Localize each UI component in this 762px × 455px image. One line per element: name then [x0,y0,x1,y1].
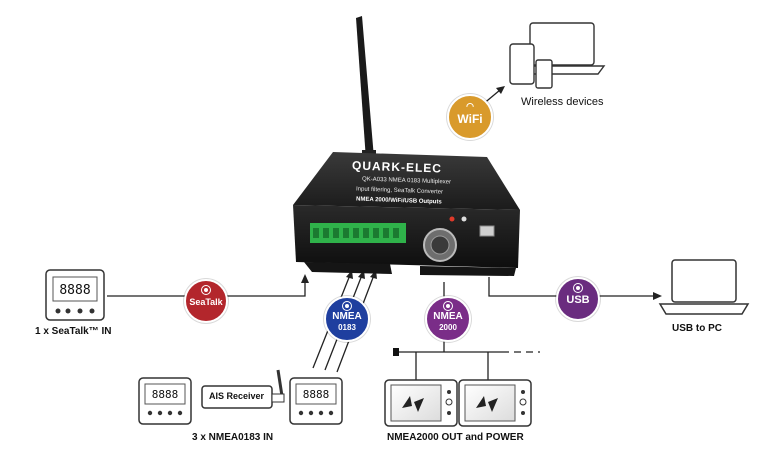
nmea0183-badge: NMEA 0183 [324,296,370,342]
svg-text:8888: 8888 [152,388,179,401]
nmea2000-display-1 [384,379,458,427]
port-icon [342,301,352,311]
seatalk-badge: SeaTalk [184,279,228,323]
nmea0183-instrument-1: 8888 [138,377,192,425]
nmea2000-out-label: NMEA2000 OUT and POWER [387,432,524,443]
usb-badge-label: USB [566,294,590,306]
seatalk-badge-label: SeaTalk [189,297,223,307]
port-icon [573,283,583,293]
ais-receiver-device [201,369,285,409]
port-icon [443,301,453,311]
nmea0183-badge-label-bottom: 0183 [338,323,356,332]
nmea0183-badge-label-top: NMEA [332,311,362,322]
wireless-devices-label: Wireless devices [521,96,604,108]
seatalk-in-label: 1 x SeaTalk™ IN [35,326,112,337]
nmea0183-in-label: 3 x NMEA0183 IN [192,432,274,443]
nmea2000-badge: NMEA 2000 [425,296,471,342]
quark-elec-multiplexer [293,16,520,276]
nmea2000-badge-label-top: NMEA [433,311,463,322]
usb-badge: USB [556,277,600,321]
nmea0183-instrument-2: 8888 [289,377,343,425]
usb-to-pc-label: USB to PC [672,323,722,334]
seatalk-instrument: 8888 [45,269,105,321]
laptop-illustration [658,259,750,315]
nmea2000-display-2 [458,379,532,427]
nmea2000-badge-label-bottom: 2000 [439,323,457,332]
ais-receiver-label: AIS Receiver [209,391,265,401]
wifi-badge-label: WiFi [457,112,483,126]
wifi-icon: ◠ [466,101,474,111]
wifi-badge: ◠ WiFi [447,94,493,140]
svg-text:8888: 8888 [59,283,90,298]
svg-text:8888: 8888 [303,388,330,401]
port-icon [201,285,211,295]
seatalk-line [107,280,306,297]
wireless-devices-illustration [509,22,606,89]
